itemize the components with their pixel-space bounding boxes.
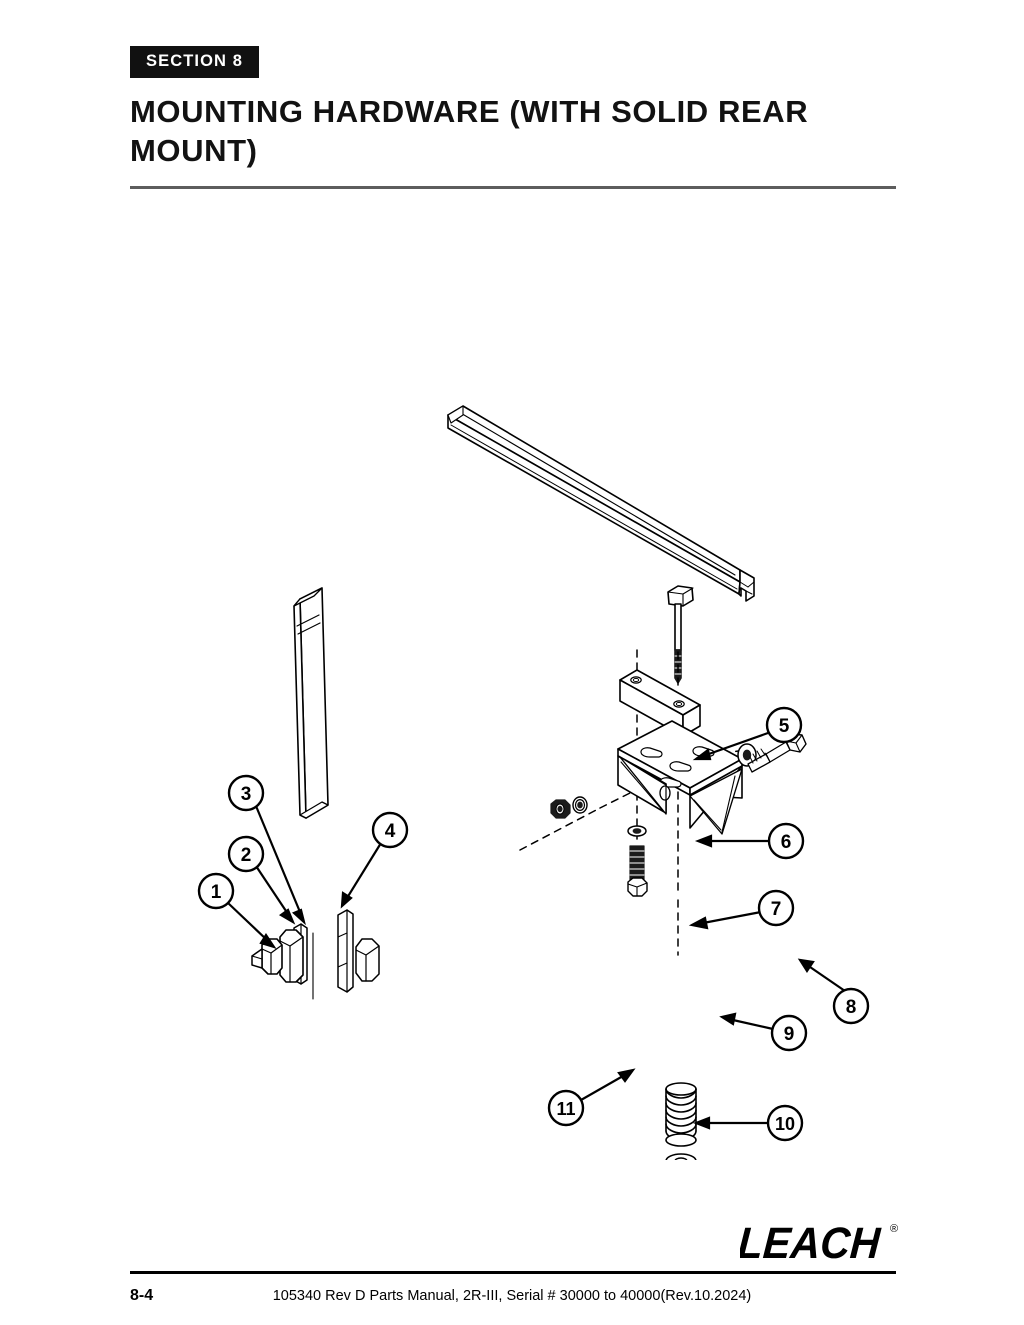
exploded-diagram: 1 2 3 4 5 6 7 8 bbox=[197, 405, 870, 1160]
page-header: SECTION 8 MOUNTING HARDWARE (WITH SOLID … bbox=[130, 46, 896, 171]
leach-logo: LEACH ® bbox=[736, 1214, 900, 1272]
header-divider bbox=[130, 186, 896, 189]
page-title: MOUNTING HARDWARE (WITH SOLID REAR MOUNT… bbox=[130, 93, 809, 169]
callout-label: 6 bbox=[781, 832, 792, 853]
part-rear-mount-rail bbox=[447, 405, 755, 602]
callout-label: 2 bbox=[241, 845, 252, 866]
callout-leaders bbox=[227, 731, 846, 1130]
callout-label: 8 bbox=[846, 997, 857, 1018]
part-hex-bolt-long bbox=[667, 585, 694, 684]
part-pivot-nut-small bbox=[550, 799, 571, 819]
callout-8[interactable]: 8 bbox=[832, 987, 870, 1025]
part-spring-washer bbox=[665, 1153, 697, 1160]
part-washer-item11 bbox=[627, 825, 647, 837]
part-mount-bracket bbox=[617, 720, 743, 835]
section-badge: SECTION 8 bbox=[130, 46, 260, 78]
callout-bubbles: 1 2 3 4 5 6 7 8 bbox=[197, 706, 870, 1142]
part-compression-spring bbox=[665, 1082, 697, 1147]
callout-4[interactable]: 4 bbox=[371, 811, 409, 849]
registered-mark-icon: ® bbox=[890, 1223, 898, 1235]
callout-1[interactable]: 1 bbox=[197, 872, 235, 910]
figure-area: 1 2 3 4 5 6 7 8 bbox=[0, 210, 1024, 1160]
callout-label: 10 bbox=[775, 1114, 795, 1134]
page-number: 8-4 bbox=[130, 1287, 154, 1304]
part-pivot-cap-nut bbox=[251, 938, 283, 975]
callout-9[interactable]: 9 bbox=[770, 1014, 808, 1052]
callout-7[interactable]: 7 bbox=[757, 889, 795, 927]
footer-divider bbox=[130, 1271, 896, 1274]
part-lock-washer-small bbox=[572, 796, 588, 814]
callout-label: 1 bbox=[211, 882, 222, 903]
callout-label: 11 bbox=[556, 1099, 575, 1119]
callout-5[interactable]: 5 bbox=[765, 706, 803, 744]
leach-wordmark: LEACH bbox=[740, 1219, 883, 1268]
part-spacer-block bbox=[619, 669, 701, 737]
part-pivot-hex-nut bbox=[279, 929, 304, 983]
callout-label: 5 bbox=[779, 716, 790, 737]
callout-label: 4 bbox=[385, 821, 396, 842]
callout-6[interactable]: 6 bbox=[767, 822, 805, 860]
callout-label: 9 bbox=[784, 1024, 795, 1045]
footer-manual-reference: 105340 Rev D Parts Manual, 2R-III, Seria… bbox=[272, 1288, 752, 1304]
callout-2[interactable]: 2 bbox=[227, 835, 265, 873]
callout-label: 3 bbox=[241, 784, 252, 805]
callout-3[interactable]: 3 bbox=[227, 774, 265, 812]
part-hex-bolt-short bbox=[627, 845, 648, 897]
part-pivot-washer-rear bbox=[337, 909, 354, 993]
callout-10[interactable]: 10 bbox=[766, 1104, 804, 1142]
part-pivot-plate bbox=[293, 587, 329, 1000]
callout-11[interactable]: 11 bbox=[547, 1089, 585, 1127]
part-pivot-rear-nut bbox=[355, 938, 380, 982]
callout-label: 7 bbox=[771, 899, 782, 920]
